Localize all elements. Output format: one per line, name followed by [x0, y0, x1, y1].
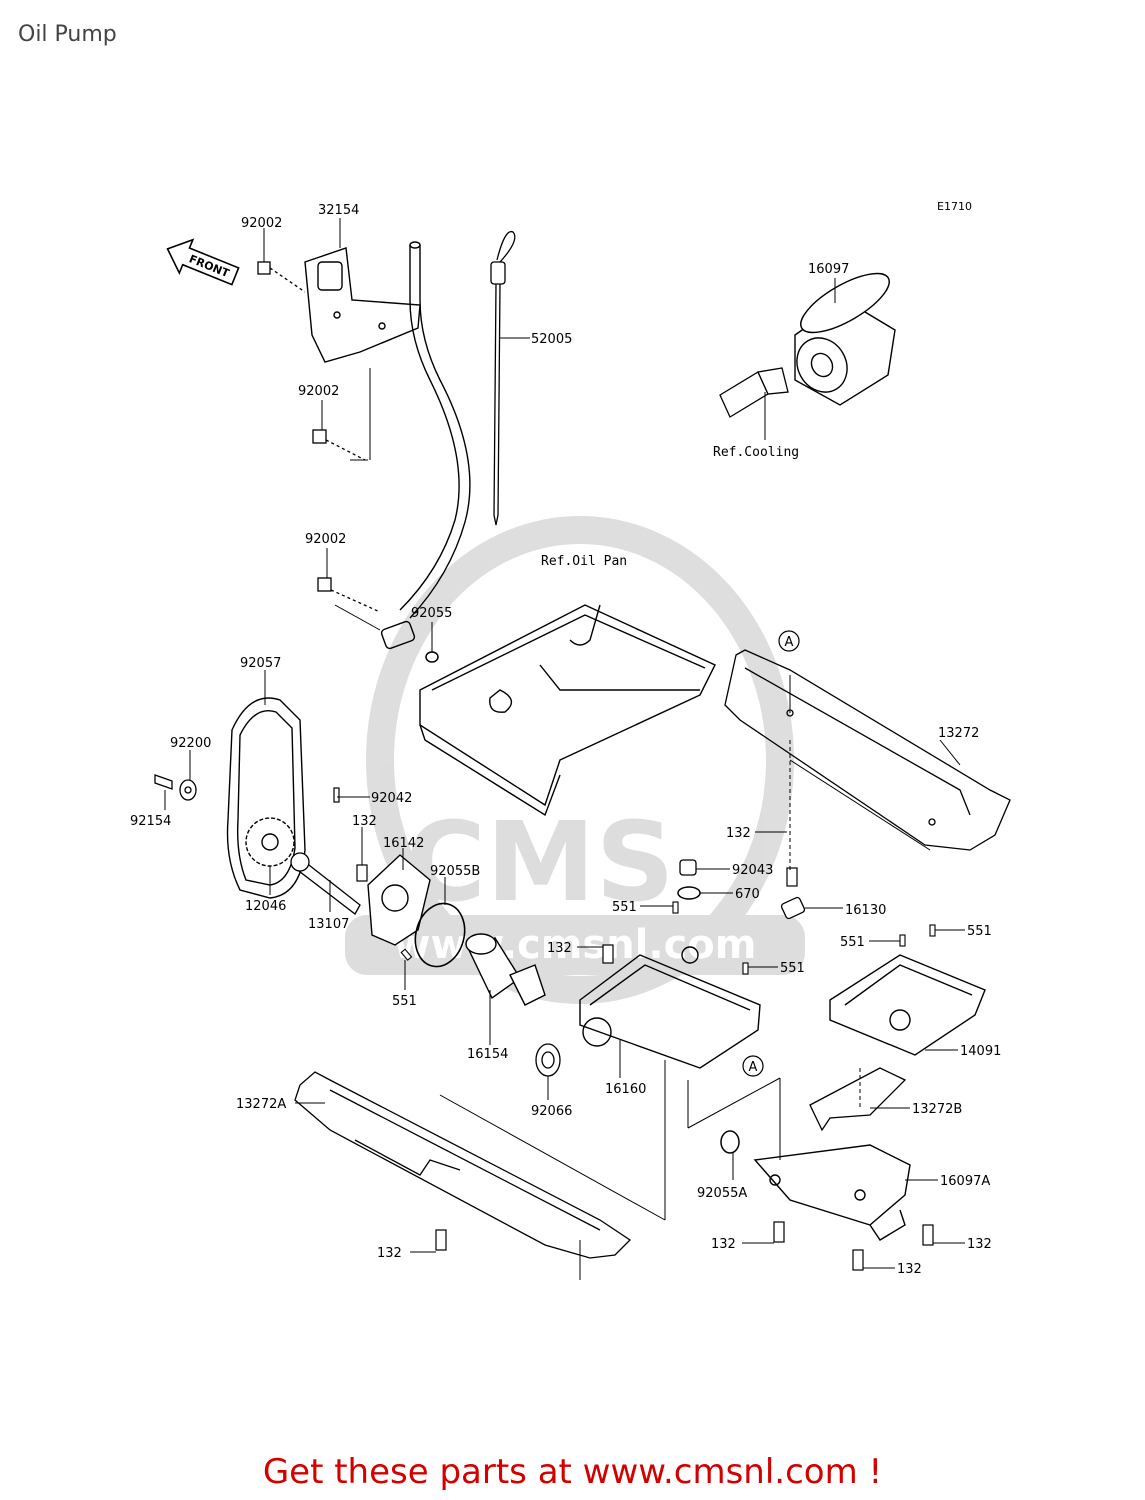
- bolt-132-set: [356, 864, 934, 1271]
- part-label: 670: [735, 887, 760, 902]
- plug-16130: [780, 896, 806, 920]
- watermark-banner: [345, 915, 805, 975]
- o-ring-92055B: [414, 902, 466, 968]
- watermark-url: www.cmsnl.com: [394, 922, 757, 968]
- part-label: 13272A: [236, 1097, 286, 1112]
- drive-chain: [226, 697, 306, 899]
- oil-pump-cover: [367, 854, 431, 946]
- part-label: 551: [840, 935, 865, 950]
- part-label: 16142: [383, 836, 424, 851]
- oil-pipe-14091: [829, 954, 986, 1056]
- part-label: 92154: [130, 814, 171, 829]
- part-label: 92055A: [697, 1186, 747, 1201]
- dowel-551-set: [400, 901, 936, 975]
- oil-pan: [419, 604, 716, 817]
- cover-13272: [724, 649, 1011, 851]
- page-title: Oil Pump: [18, 22, 117, 47]
- collar-92043: [679, 859, 697, 876]
- part-label: 16160: [605, 1082, 646, 1097]
- part-label: 132: [711, 1237, 736, 1252]
- cover-13272A: [294, 1071, 632, 1259]
- pump-shaft: [290, 852, 361, 915]
- part-label: 92055B: [430, 864, 480, 879]
- part-label: 13107: [308, 917, 349, 932]
- part-label: 92002: [305, 532, 346, 547]
- oil-cooler-housing-16097A: [753, 1144, 911, 1241]
- bolt-92154: [154, 774, 173, 790]
- part-label: 551: [780, 961, 805, 976]
- part-label: 132: [352, 814, 377, 829]
- part-label: 132: [377, 1246, 402, 1261]
- diagram-code: E1710: [937, 200, 972, 213]
- plate-13272B: [809, 1067, 907, 1132]
- part-label: 92055: [411, 606, 452, 621]
- callout-a-bottom-label: A: [749, 1060, 758, 1075]
- watermark: CMS www.cmsnl.com: [345, 516, 805, 1004]
- part-label: 32154: [318, 203, 359, 218]
- pump-rotor: [465, 933, 546, 1006]
- callout-a-bottom: A: [742, 1055, 764, 1077]
- footer-cta-link[interactable]: Get these parts at www.cmsnl.com !: [262, 1452, 883, 1492]
- part-label: 13272: [938, 726, 979, 741]
- part-label: 92002: [241, 216, 282, 231]
- part-label: 92042: [371, 791, 412, 806]
- oil-gauge-tube: [380, 241, 471, 650]
- part-label: 92043: [732, 863, 773, 878]
- part-label: 16097: [808, 262, 849, 277]
- part-label: 132: [726, 826, 751, 841]
- o-ring-670: [677, 886, 701, 900]
- leader-lines: [164, 218, 965, 1280]
- washer-92200: [179, 779, 197, 801]
- part-label: 92057: [240, 656, 281, 671]
- part-label: 52005: [531, 332, 572, 347]
- watermark-ring: [366, 516, 794, 1004]
- bolt-92002-lower: [317, 577, 381, 613]
- callout-a-top-label: A: [785, 635, 794, 650]
- part-label: 551: [392, 994, 417, 1009]
- part-label: 12046: [245, 899, 286, 914]
- callout-a-top: A: [778, 630, 800, 652]
- o-ring-92055A: [720, 1130, 740, 1154]
- ref-oil-pan-label: Ref.Oil Pan: [541, 554, 627, 569]
- dipstick: [490, 230, 516, 526]
- oil-filter-fitting: [719, 367, 789, 418]
- strainer-92066: [535, 1043, 561, 1077]
- oil-filter: [794, 272, 896, 406]
- bolt-92002-middle: [312, 429, 366, 461]
- part-label: 16154: [467, 1047, 508, 1062]
- part-label: 92002: [298, 384, 339, 399]
- bolt-92002-top: [257, 261, 306, 293]
- front-arrow: FRONT: [166, 238, 240, 286]
- part-label: 551: [612, 900, 637, 915]
- part-label: 16130: [845, 903, 886, 918]
- part-label: 92200: [170, 736, 211, 751]
- part-label: 551: [967, 924, 992, 939]
- part-label: 16097A: [940, 1174, 990, 1189]
- ref-cooling-label: Ref.Cooling: [713, 445, 799, 460]
- part-label: 132: [547, 941, 572, 956]
- part-label: 92066: [531, 1104, 572, 1119]
- o-ring-92055: [425, 651, 439, 663]
- oil-pump-sprocket: [245, 817, 295, 867]
- oil-pump-body: [579, 946, 761, 1069]
- part-label: 13272B: [912, 1102, 962, 1117]
- oil-gauge-bracket: [304, 247, 421, 363]
- pin-92042: [333, 787, 340, 803]
- part-label: 132: [967, 1237, 992, 1252]
- part-label: 132: [897, 1262, 922, 1277]
- part-label: 14091: [960, 1044, 1001, 1059]
